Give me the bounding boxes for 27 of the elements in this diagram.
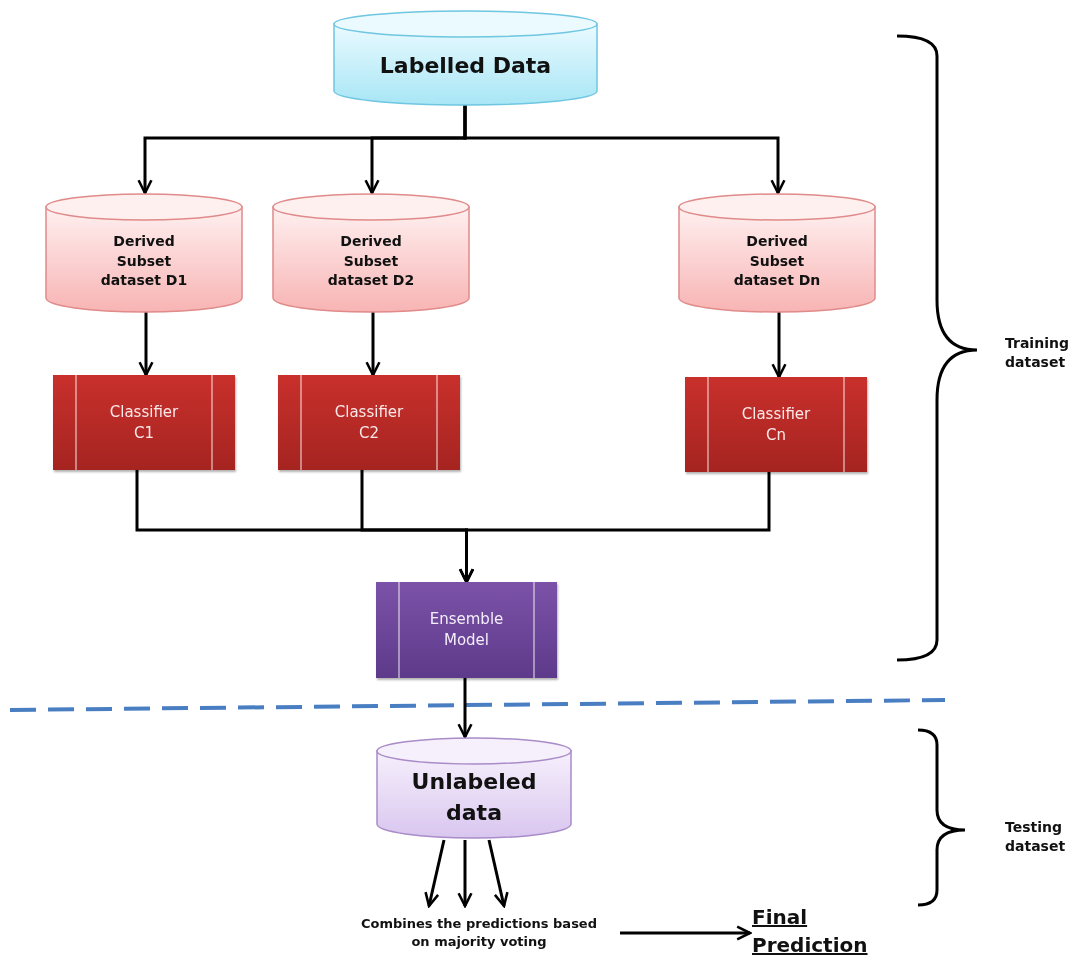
arrow bbox=[771, 312, 787, 379]
bracket-label: Testing dataset bbox=[1005, 818, 1067, 856]
node-label: Ensemble Model bbox=[428, 609, 505, 651]
arrow bbox=[424, 839, 446, 908]
node-label: Classifier Cn bbox=[740, 403, 812, 446]
node-label: Classifier C1 bbox=[108, 401, 180, 444]
arrow bbox=[487, 839, 509, 908]
arrow bbox=[458, 472, 771, 584]
result-text: Combines the predictions based on majority voting bbox=[360, 914, 598, 951]
bracket-label: Training dataset bbox=[1005, 334, 1070, 372]
arrow bbox=[620, 925, 752, 941]
result-text: Final Prediction bbox=[752, 904, 869, 959]
node-label: Derived Subset dataset Dn bbox=[732, 232, 822, 291]
process-box bbox=[376, 582, 557, 678]
node-label: Derived Subset dataset D1 bbox=[99, 232, 189, 291]
node-label: Unlabeled data bbox=[411, 767, 537, 827]
process-box bbox=[53, 375, 235, 470]
node-label: Labelled Data bbox=[379, 52, 552, 81]
process-box bbox=[278, 375, 460, 470]
arrow bbox=[365, 312, 381, 377]
node-label: Classifier C2 bbox=[333, 401, 405, 444]
arrow bbox=[463, 105, 786, 195]
node-label: Derived Subset dataset D2 bbox=[326, 232, 416, 291]
arrow bbox=[457, 678, 473, 739]
arrow bbox=[457, 840, 473, 908]
arrow bbox=[138, 312, 154, 377]
process-box bbox=[685, 377, 867, 472]
